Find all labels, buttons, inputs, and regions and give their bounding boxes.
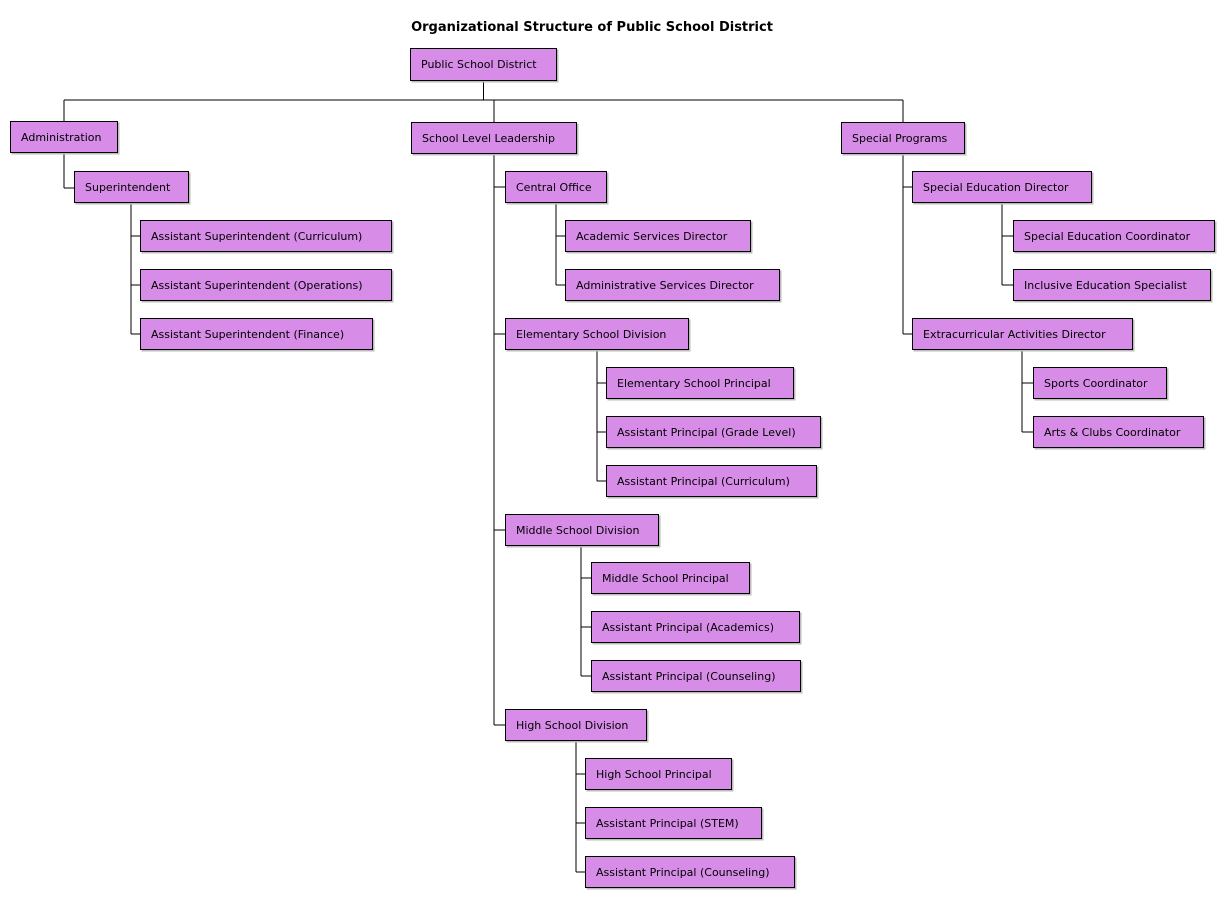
org-node-special-programs: Special Programs [841,122,965,154]
org-node-arts-clubs-coordinator: Arts & Clubs Coordinator [1033,416,1204,448]
org-node-central-office: Central Office [505,171,607,203]
org-node-assistant-principal-stem: Assistant Principal (STEM) [585,807,762,839]
org-node-high-school-principal: High School Principal [585,758,732,790]
org-node-high-school-division: High School Division [505,709,647,741]
chart-title: Organizational Structure of Public Schoo… [411,20,773,35]
org-node-administration: Administration [10,121,118,153]
org-node-assistant-principal-academics: Assistant Principal (Academics) [591,611,800,643]
org-node-assistant-principal-curriculum: Assistant Principal (Curriculum) [606,465,817,497]
org-node-superintendent: Superintendent [74,171,189,203]
org-node-asst-sup-operations: Assistant Superintendent (Operations) [140,269,392,301]
org-node-asst-sup-finance: Assistant Superintendent (Finance) [140,318,373,350]
org-node-extracurricular-activities-director: Extracurricular Activities Director [912,318,1133,350]
org-node-elementary-school-principal: Elementary School Principal [606,367,794,399]
org-node-middle-school-principal: Middle School Principal [591,562,750,594]
org-node-root: Public School District [410,48,557,81]
org-node-school-level-leadership: School Level Leadership [411,122,577,154]
org-node-special-education-coordinator: Special Education Coordinator [1013,220,1215,252]
org-node-assistant-principal-counseling-hs: Assistant Principal (Counseling) [585,856,795,888]
org-node-middle-school-division: Middle School Division [505,514,659,546]
org-node-administrative-services-director: Administrative Services Director [565,269,780,301]
org-node-asst-sup-curriculum: Assistant Superintendent (Curriculum) [140,220,392,252]
org-node-special-education-director: Special Education Director [912,171,1092,203]
org-node-assistant-principal-grade-level: Assistant Principal (Grade Level) [606,416,821,448]
org-node-assistant-principal-counseling-ms: Assistant Principal (Counseling) [591,660,801,692]
org-node-inclusive-education-specialist: Inclusive Education Specialist [1013,269,1211,301]
org-node-elementary-school-division: Elementary School Division [505,318,689,350]
org-node-sports-coordinator: Sports Coordinator [1033,367,1167,399]
org-node-academic-services-director: Academic Services Director [565,220,751,252]
